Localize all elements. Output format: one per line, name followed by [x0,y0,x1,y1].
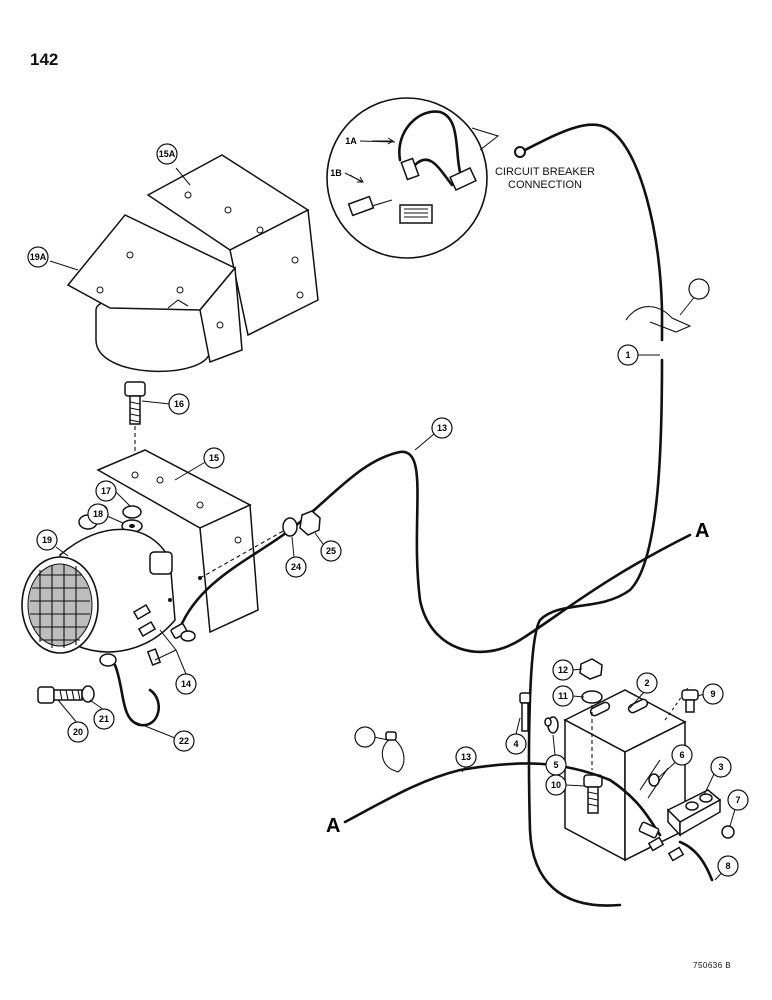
terminals-14 [99,604,162,727]
callout-12: 12 [552,659,574,681]
callout-19: 19 [36,529,58,551]
callout-22: 22 [173,730,195,752]
callout-text: 10 [551,780,561,790]
callout-text: 2 [644,678,649,688]
callout-text: 13 [437,423,447,433]
washer-23-nut-24 [199,510,321,579]
leader-lines [49,140,739,881]
callout-text: 7 [735,795,740,805]
callout-text: 24 [291,562,301,572]
arrow-1a [372,137,394,145]
callout-9: 9 [702,683,724,705]
callout-2: 2 [636,672,658,694]
callout-text: 1 [625,350,630,360]
callout-19a: 19A [27,246,49,268]
callout-text: 18 [93,509,103,519]
ref-letters: A A [326,520,709,837]
callout-text: 19 [42,535,52,545]
callout-text: 13 [461,752,471,762]
callout-4: 4 [505,733,527,755]
callout-text: 14 [181,679,191,689]
callout-text: 3 [718,762,723,772]
terminal-block-3 [647,773,735,882]
callout-text: 19A [30,252,47,262]
callout-text: 17 [101,486,111,496]
callout-17: 17 [95,480,117,502]
callout-text: 4 [513,739,518,749]
callout-1: 1 [617,344,639,366]
bolt-20 [37,685,95,704]
callout-16: 16 [168,393,190,415]
fasteners-relay [519,658,699,814]
bracket-15 [96,449,259,634]
callout-20: 20 [67,721,89,743]
relay-bracket-2 [563,685,691,862]
callout-text: 21 [99,714,109,724]
callout-24: 25 [320,540,342,562]
inset-label: CIRCUIT BREAKER CONNECTION [494,166,596,191]
callout-text: 8 [725,861,730,871]
callout-23: 24 [285,556,307,578]
callout-15: 15 [203,447,225,469]
callout-text: 15 [209,453,219,463]
callout-text: 9 [710,689,715,699]
callout-11: 11 [552,685,574,707]
callout-10: 10 [545,774,567,796]
bracket-15a [146,154,319,337]
wire-1 [514,123,692,907]
page-number: 142 [30,50,59,69]
callout-text: 6 [679,750,684,760]
arrow-1b [349,174,364,183]
callout-18: 18 [87,503,109,525]
ref-a-lower: A [326,815,340,837]
bracket-19a [66,214,243,373]
callout-6: 6 [671,744,693,766]
callout-13-upper: 13 [431,417,453,439]
callout-1a: 1A [345,136,357,146]
callout-15a: 15A [156,143,178,165]
callout-25-upper [688,278,710,300]
callout-text: 15A [159,149,176,159]
wire-13-upper [170,450,692,654]
callout-21: 21 [93,708,115,730]
callout-text: 1B [330,168,342,178]
callout-text: 20 [73,727,83,737]
callout-text: 5 [553,760,558,770]
callout-8: 8 [717,855,739,877]
callout-text: 12 [558,665,568,675]
wire-13-lower [343,731,662,839]
callout-text: 11 [558,691,568,701]
callout-13-lower: 13 [455,746,477,768]
callout-25-lower [354,726,376,748]
callout-3: 3 [710,756,732,778]
inset-detail [326,97,500,259]
washers-17-18 [121,505,143,533]
drawing-ref: 750636 B [693,961,732,970]
horn-19 [21,504,202,654]
callout-text: 22 [179,736,189,746]
callout-text: 16 [174,399,184,409]
callout-5: 5 [545,754,567,776]
callout-1b: 1B [330,168,342,178]
callout-14: 14 [175,673,197,695]
callout-text: 25 [326,546,336,556]
callout-text: 1A [345,136,357,146]
ref-a-upper: A [695,520,709,542]
callout-7: 7 [727,789,749,811]
